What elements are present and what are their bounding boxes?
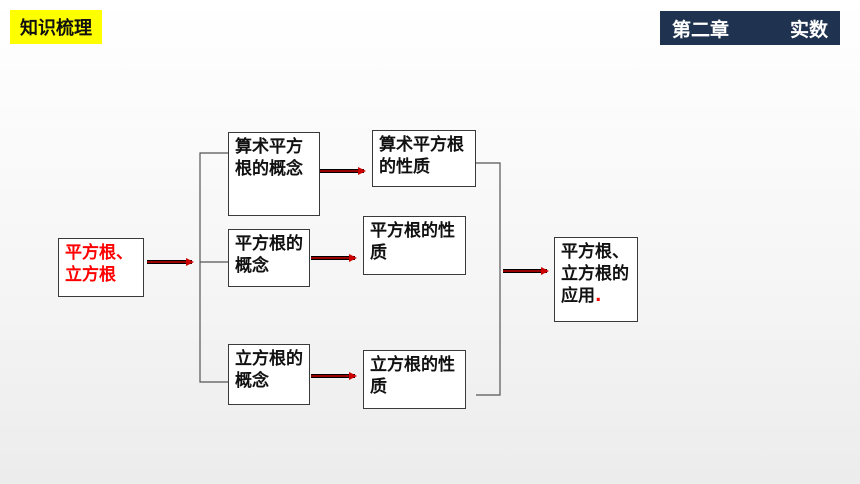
cbrt-concept-label: 立方根的概念 xyxy=(235,349,303,391)
arith-property-node: 算术平方根的性质 xyxy=(372,130,476,187)
section-badge: 知识梳理 xyxy=(10,10,102,44)
chapter-title: 实数 xyxy=(789,18,828,41)
right-bracket xyxy=(476,162,501,396)
sqrt-concept-node: 平方根的概念 xyxy=(228,229,310,287)
arith-concept-label: 算术平方根的概念 xyxy=(235,137,303,179)
cbrt-property-node: 立方根的性质 xyxy=(363,350,466,409)
sqrt-concept-label: 平方根的概念 xyxy=(235,234,303,276)
arith-property-label: 算术平方根的性质 xyxy=(379,135,464,177)
cbrt-concept-node: 立方根的概念 xyxy=(228,344,310,405)
arith-concept-node: 算术平方根的概念 xyxy=(228,132,320,216)
chapter-number: 第二章 xyxy=(672,18,730,41)
sqrt-property-label: 平方根的性质 xyxy=(370,221,455,263)
root-node: 平方根、立方根 xyxy=(58,238,144,297)
sqrt-property-node: 平方根的性质 xyxy=(363,216,466,275)
cbrt-property-label: 立方根的性质 xyxy=(370,355,455,397)
section-badge-label: 知识梳理 xyxy=(20,18,92,39)
left-bracket xyxy=(199,152,228,383)
application-dot: . xyxy=(595,286,602,306)
chapter-banner: 第二章 实数 xyxy=(660,11,840,45)
application-node: 平方根、立方根的应用. xyxy=(554,237,638,322)
application-label: 平方根、立方根的应用 xyxy=(561,242,629,306)
root-node-label: 平方根、立方根 xyxy=(65,243,133,285)
